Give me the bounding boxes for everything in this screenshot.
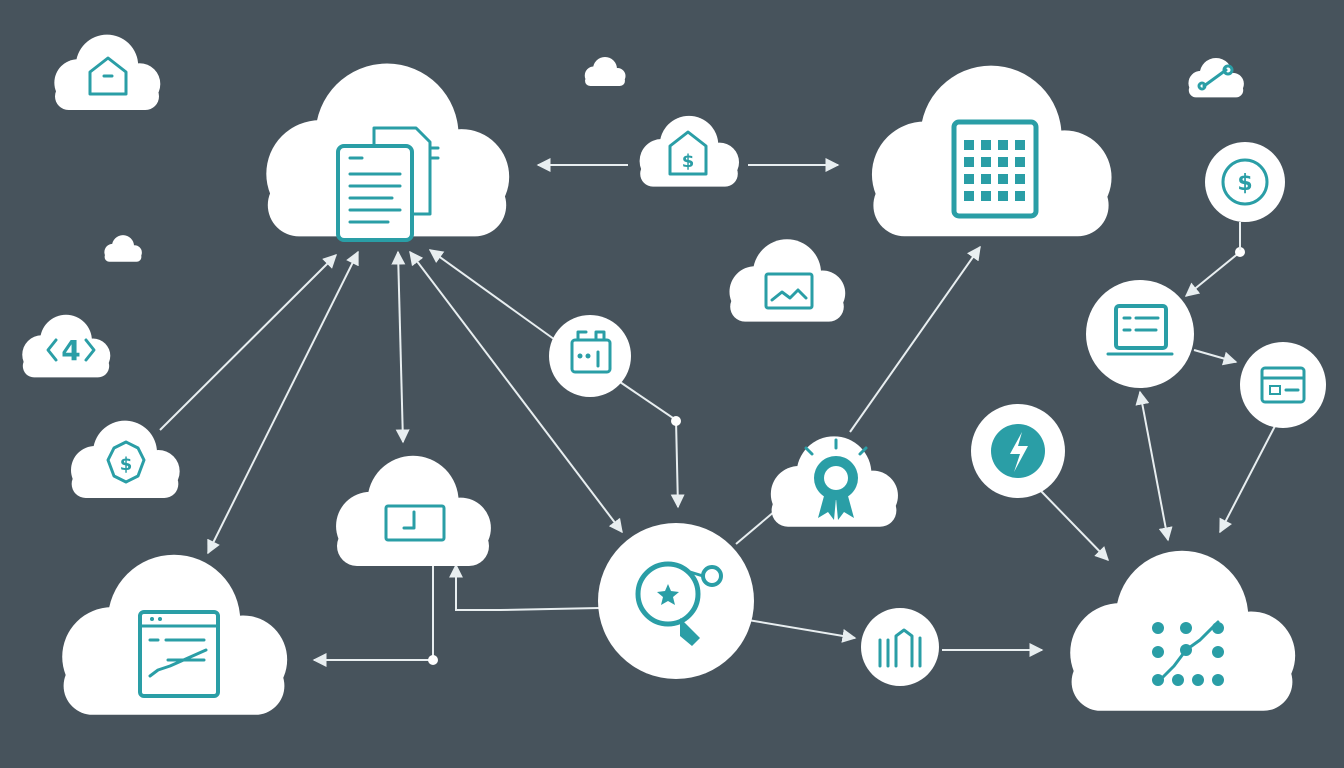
dollar-coin-icon: $ <box>1221 158 1269 206</box>
node-card <box>1240 342 1326 428</box>
document-icon <box>336 126 440 242</box>
edge-doc-calsmall <box>428 249 559 343</box>
trend-dot <box>1152 646 1164 658</box>
edge-folder-keysearch <box>449 563 601 611</box>
browser-window-icon <box>138 610 220 698</box>
edge-keysearch-chart <box>747 619 857 643</box>
calendar-cell <box>981 140 991 150</box>
calendar-cell <box>1015 191 1025 201</box>
edge-doc-folder <box>391 250 410 444</box>
edge-doc-browser <box>207 250 359 555</box>
folder-icon <box>384 504 446 542</box>
calendar-icon <box>570 330 612 374</box>
edge-junction <box>671 416 681 426</box>
edge-junction <box>1235 247 1245 257</box>
calendar-cell <box>1015 140 1025 150</box>
edge-junction <box>428 655 438 665</box>
connectors <box>159 158 1276 667</box>
calendar-cell <box>964 174 974 184</box>
dollar-glyph: $ <box>682 151 695 172</box>
trend-dot <box>1152 622 1164 634</box>
calendar-cell <box>998 191 1008 201</box>
trend-dot <box>1180 622 1192 634</box>
laptop-icon <box>1106 304 1174 356</box>
calendar-cell <box>981 191 991 201</box>
calendar-cell <box>998 157 1008 167</box>
dollar-tag-icon: $ <box>668 130 708 176</box>
number-glyph: 4 <box>61 334 80 367</box>
code-number-icon: 4 <box>46 334 96 367</box>
edge-award-calendar <box>849 245 981 433</box>
dollar-glyph: $ <box>1237 171 1252 196</box>
edge-card-trend <box>1219 425 1276 534</box>
calendar-cell <box>964 191 974 201</box>
wrench-icon <box>1197 64 1234 91</box>
image-icon <box>764 272 814 310</box>
edge-globe-trend <box>1039 489 1109 562</box>
trend-dot <box>1212 646 1224 658</box>
calendar-cell <box>998 140 1008 150</box>
edge-doc-keysearch <box>409 250 623 534</box>
node-key-search <box>598 523 754 679</box>
edge-laptop-card <box>1193 349 1238 366</box>
calendar-cell <box>981 174 991 184</box>
calendar-grid-icon <box>951 119 1039 219</box>
node-dollar-coin <box>1205 142 1285 222</box>
node-laptop <box>1086 280 1194 388</box>
trend-dot <box>1212 674 1224 686</box>
dollar-glyph: $ <box>120 454 133 475</box>
card-icon <box>1260 366 1306 404</box>
dollar-shield-icon: $ <box>106 440 146 484</box>
calendar-cell <box>964 140 974 150</box>
calendar-cell <box>981 157 991 167</box>
node-chart <box>861 608 939 686</box>
calendar-cell <box>964 157 974 167</box>
calendar-cell <box>1015 157 1025 167</box>
trend-dot <box>1172 674 1184 686</box>
edge-coin-laptop <box>1184 251 1241 297</box>
globe-lightning-icon <box>991 424 1045 478</box>
trend-dot <box>1192 674 1204 686</box>
calendar-cell <box>1015 174 1025 184</box>
chart-trend-dots-icon <box>1152 620 1224 686</box>
edge-laptop-trend <box>1135 390 1173 542</box>
award-badge-icon <box>804 438 868 520</box>
key-search-icon <box>635 561 723 646</box>
chart-icon <box>878 628 922 668</box>
house-icon <box>88 56 128 96</box>
calendar-cell <box>998 174 1008 184</box>
